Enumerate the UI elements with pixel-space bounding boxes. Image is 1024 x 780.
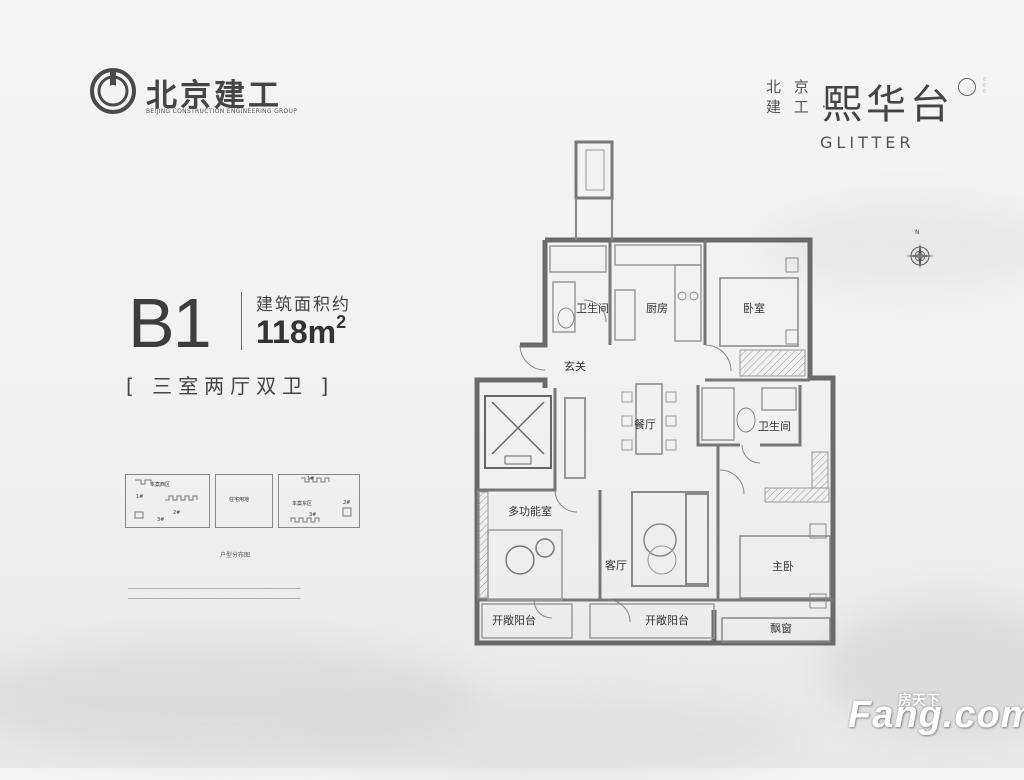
bath-2-fixture: [701, 387, 735, 441]
bay-window: [721, 617, 831, 643]
developer-logo: [90, 68, 136, 114]
coffee-table: [643, 523, 677, 557]
balcony-right-rail: [589, 603, 715, 639]
map-land-label: 住宅用地: [229, 497, 250, 503]
map-east-zone: [278, 474, 360, 528]
room-entry: 玄关: [564, 360, 586, 373]
developer-name: 北京建工: [146, 78, 282, 114]
room-balcony-left: 开敞阳台: [492, 614, 536, 627]
unit-code: B1: [128, 284, 212, 362]
project-name: 熙华台: [822, 82, 954, 128]
interior-walls: [477, 240, 833, 602]
watermark: Fang.com: [848, 694, 1024, 736]
compass-icon: [906, 243, 934, 269]
room-dining: 餐厅: [634, 418, 656, 431]
balcony-left-rail: [481, 603, 573, 639]
sofa: [685, 493, 709, 585]
map-east-building-3: 3#: [309, 512, 317, 518]
project-seal-icon: [958, 78, 976, 96]
map-west-label: 本案西区: [150, 482, 171, 488]
room-balcony-right: 开敞阳台: [645, 614, 689, 627]
area-number: 118m: [256, 314, 337, 350]
project-name-en: GLITTER: [820, 133, 915, 152]
room-bedroom: 卧室: [743, 302, 765, 315]
door-swings: [519, 299, 761, 623]
duct-shaft: [574, 140, 614, 200]
map-building-3: 3#: [157, 517, 165, 523]
room-multifunction: 多功能室: [508, 505, 552, 518]
kitchen-counter: [614, 244, 702, 266]
unit-divider: [241, 292, 242, 350]
map-building-outlines: [134, 477, 352, 523]
exterior-walls: [474, 237, 836, 646]
room-bay-window: 飘窗: [770, 622, 792, 635]
map-east-building-1: 1#: [307, 476, 315, 482]
area-value: 118m2: [256, 312, 347, 351]
map-east-building-2: 2#: [343, 500, 351, 506]
map-west-zone: [125, 474, 210, 528]
disclaimer-line-1: ▁▁▁▁▁▁▁▁▁▁▁▁▁▁▁▁▁▁▁▁▁▁▁▁▁▁▁▁▁▁▁▁▁▁▁▁▁▁▁▁…: [128, 584, 301, 589]
map-building-1: 1#: [136, 494, 144, 500]
disclaimer-line-2: ▁▁▁▁▁▁▁▁▁▁▁▁▁▁▁▁▁▁▁▁▁▁▁▁▁▁▁▁▁▁▁▁▁▁▁▁▁▁▁▁…: [128, 594, 301, 599]
unit-layout: [ 三室两厅双卫 ]: [126, 374, 335, 398]
wardrobe-entry: [564, 397, 586, 479]
compass-north: N: [915, 229, 920, 236]
room-living: 客厅: [605, 559, 627, 572]
developer-name-en: BEIJING CONSTRUCTION ENGINEERING GROUP: [146, 108, 298, 115]
brand-line-2: 建 工 ·: [766, 98, 831, 116]
master-bed: [739, 535, 831, 599]
watermark-cn: 房天下: [898, 693, 940, 709]
area-label: 建筑面积约: [256, 295, 351, 315]
room-bath-2: 卫生间: [758, 420, 791, 433]
map-caption: 户型分布图: [220, 552, 251, 559]
brand-line-1: 北 京: [766, 78, 813, 96]
seal-vertical-mark: ▯▯▯: [982, 76, 987, 94]
map-residential-land: [215, 474, 273, 528]
area-exponent: 2: [336, 312, 347, 332]
room-master-bedroom: 主卧: [772, 560, 794, 573]
bed: [719, 277, 799, 347]
dining-table: [635, 383, 663, 455]
map-building-2: 2#: [173, 510, 181, 516]
bath-1-fixture: [549, 245, 607, 273]
elevator-shaft: [484, 395, 552, 469]
room-kitchen: 厨房: [646, 302, 668, 315]
floor-plan: [474, 140, 836, 646]
room-bath-1: 卫生间: [576, 302, 609, 315]
map-east-label: 本案东区: [292, 501, 313, 507]
